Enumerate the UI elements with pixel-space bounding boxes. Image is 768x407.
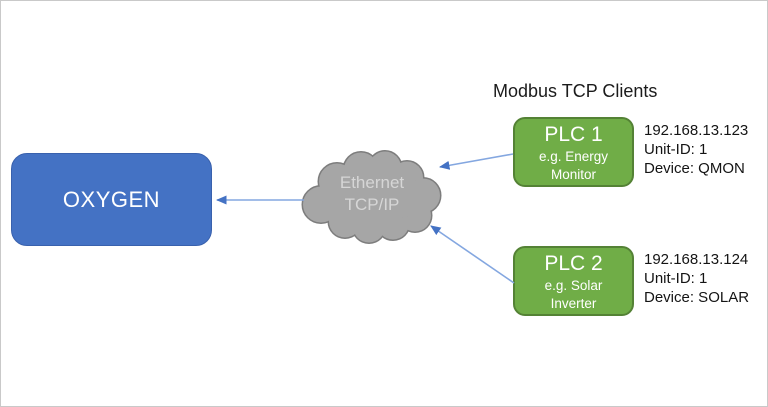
plc2-role-line2: Inverter xyxy=(550,296,597,311)
plc2-unit-id: Unit-ID: 1 xyxy=(644,270,708,287)
plc1-unit-id: Unit-ID: 1 xyxy=(644,141,708,158)
plc2-name: PLC 2 xyxy=(544,252,603,275)
plc2-info: 192.168.13.124 Unit-ID: 1 Device: SOLAR xyxy=(644,250,749,307)
cloud-label: Ethernet TCP/IP xyxy=(301,172,443,216)
plc1-node: PLC 1 e.g. Energy Monitor xyxy=(513,117,634,187)
plc2-ip: 192.168.13.124 xyxy=(644,251,749,268)
plc1-ip: 192.168.13.123 xyxy=(644,122,749,139)
plc1-device: Device: QMON xyxy=(644,160,745,177)
arrow-plc1-to-cloud xyxy=(439,153,514,170)
plc2-role-line1: e.g. Solar xyxy=(544,278,603,293)
plc1-name: PLC 1 xyxy=(544,123,603,146)
cloud-label-line1: Ethernet xyxy=(339,173,405,192)
arrow-plc2-to-cloud xyxy=(430,225,515,284)
diagram-heading: Modbus TCP Clients xyxy=(493,81,658,101)
plc1-info: 192.168.13.123 Unit-ID: 1 Device: QMON xyxy=(644,121,748,178)
cloud-label-line2: TCP/IP xyxy=(344,195,400,214)
plc2-device: Device: SOLAR xyxy=(644,289,750,306)
plc1-role-line1: e.g. Energy xyxy=(538,149,609,164)
plc2-node: PLC 2 e.g. Solar Inverter xyxy=(513,246,634,316)
oxygen-label: OXYGEN xyxy=(62,186,161,212)
oxygen-node: OXYGEN xyxy=(11,153,212,246)
plc1-role-line2: Monitor xyxy=(550,167,596,182)
